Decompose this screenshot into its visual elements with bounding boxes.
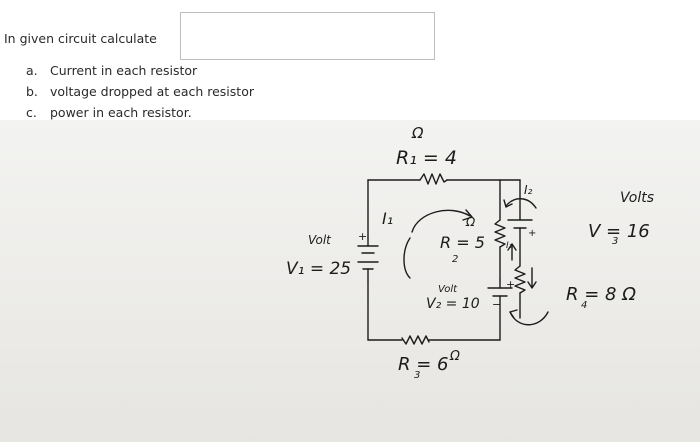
- i-bottom-loop: [509, 311, 549, 326]
- v1-label: V₁ = 25: [286, 259, 351, 279]
- answer-input-box[interactable]: [180, 12, 435, 60]
- r3-unit: Ω: [449, 349, 460, 364]
- v2-plus-sign: +: [506, 278, 515, 291]
- i1-loop-left: [403, 237, 411, 279]
- v3-unit: Volts: [620, 190, 654, 206]
- part-text: voltage dropped at each resistor: [50, 84, 254, 99]
- i1-loop-arrow: [411, 209, 471, 233]
- r4-resistor: [514, 265, 526, 294]
- i2-loop-arrow: [505, 198, 537, 209]
- v3-sub: 3: [612, 236, 618, 247]
- r3-label: R = 6: [398, 354, 448, 375]
- r2-resistor: [494, 219, 506, 248]
- v3-label: V = 16: [588, 221, 650, 242]
- i1-arrowhead: [462, 209, 473, 221]
- part-item: a. Current in each resistor: [26, 60, 254, 81]
- circuit-photo: Ω R₁ = 4 I₁ Ω R = 5 2 I₂ I₂ Volt V₁ = 25…: [0, 120, 700, 442]
- question-row: In given circuit calculate: [4, 31, 157, 46]
- part-letter: a.: [26, 63, 38, 78]
- r4-sub: 4: [581, 300, 587, 311]
- r1-label: R₁ = 4: [396, 147, 457, 169]
- i2-small-label: I₂: [506, 241, 513, 251]
- part-text: Current in each resistor: [50, 63, 198, 78]
- question-prompt: In given circuit calculate: [4, 31, 157, 46]
- v3-plus-sign: +: [528, 228, 536, 239]
- part-item: b. voltage dropped at each resistor: [26, 81, 254, 102]
- r1-resistor: [419, 173, 448, 185]
- i2-up-arrow: [507, 243, 517, 261]
- question-parts-list: a. Current in each resistor b. voltage d…: [26, 60, 254, 123]
- i2-arrowhead: [503, 199, 513, 208]
- i-bottom-arrowhead: [509, 309, 518, 319]
- v2-label: V₂ = 10: [426, 296, 480, 312]
- circuit-diagram: Ω R₁ = 4 I₁ Ω R = 5 2 I₂ I₂ Volt V₁ = 25…: [286, 124, 654, 381]
- r3-sub: 3: [414, 370, 420, 381]
- v2-unit: Volt: [438, 284, 458, 295]
- part-letter: b.: [26, 84, 38, 99]
- r2-sub: 2: [452, 254, 458, 265]
- i2-down-arrow: [527, 267, 537, 289]
- i2-label: I₂: [524, 183, 533, 197]
- r1-unit: Ω: [411, 124, 424, 142]
- i1-label: I₁: [382, 209, 393, 228]
- r2-label: R = 5: [440, 233, 485, 252]
- part-letter: c.: [26, 105, 37, 120]
- v2-minus-sign: −: [492, 298, 501, 311]
- r3-resistor: [401, 335, 430, 345]
- r4-label: R = 8 Ω: [566, 284, 636, 305]
- r2-unit: Ω: [465, 215, 476, 229]
- part-text: power in each resistor.: [50, 105, 192, 120]
- part-item: c. power in each resistor.: [26, 102, 254, 123]
- v1-plus-sign: +: [358, 230, 367, 243]
- v1-unit: Volt: [308, 233, 332, 247]
